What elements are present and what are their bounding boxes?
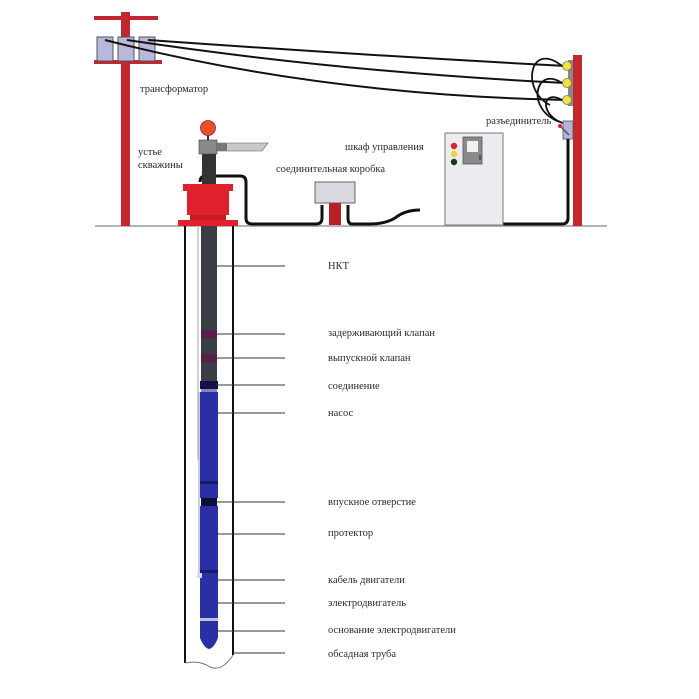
jumper-3 [545, 96, 567, 125]
casing [184, 226, 234, 669]
label-intake: впускное отверстие [328, 497, 416, 508]
disconnector-pole [531, 55, 582, 226]
label-wellhead-line2: скважины [138, 160, 183, 171]
pump-section [200, 392, 218, 481]
overhead-line-3 [104, 39, 567, 101]
label-pump: насос [328, 408, 354, 419]
insulator-3 [562, 95, 572, 105]
check-valve [201, 330, 217, 338]
label-disconnector: разъединитель [486, 116, 552, 127]
overhead-lines [104, 39, 567, 101]
protector-section [200, 516, 218, 570]
control-cabinet [444, 132, 504, 226]
jumper-1 [531, 57, 563, 106]
wellhead-outlet-flange [217, 143, 227, 151]
wellhead-flange-top [183, 184, 233, 191]
wellhead-flange-bottom [178, 220, 238, 226]
jumper-2 [536, 77, 563, 123]
pole-crossarm-top [94, 16, 158, 20]
label-casing: обсадная труба [328, 649, 397, 660]
label-drain-valve: выпускной клапан [328, 353, 411, 364]
label-junction-box: соединительная коробка [276, 164, 386, 175]
leader-lines [216, 265, 285, 654]
connection-head [200, 381, 218, 389]
pressure-gauge-icon [200, 120, 216, 136]
wellhead-valve-body [198, 139, 218, 155]
label-tubing: НКТ [328, 261, 349, 272]
overhead-line-2 [126, 39, 567, 84]
pole-shaft [121, 12, 130, 226]
label-motor: электродвигатель [328, 598, 406, 609]
lamp-red [450, 142, 458, 150]
insulator-1 [562, 61, 572, 71]
disconnector-lever [560, 126, 570, 136]
drain-valve [201, 354, 217, 362]
lamp-green [450, 158, 458, 166]
insulator-2 [562, 78, 572, 88]
wellhead-body [187, 191, 229, 215]
label-transformer: трансформатор [140, 84, 209, 95]
cable-cabinet-to-box [346, 205, 421, 226]
junction-box [314, 181, 356, 225]
label-control-cabinet: шкаф управления [345, 142, 424, 153]
label-motor-base: основание электродвигатели [328, 625, 456, 636]
cabinet-window [467, 141, 478, 152]
label-protector: протектор [328, 528, 374, 539]
label-wellhead-line1: устье [138, 147, 162, 158]
motor-base [200, 621, 218, 649]
label-connection: соединение [328, 381, 380, 392]
junction-box-body [314, 181, 356, 204]
wellhead-neck [190, 215, 226, 220]
wellhead [178, 120, 269, 226]
label-motor-cable: кабель двигатели [328, 575, 405, 586]
disconnector-knob [558, 124, 562, 128]
junction-box-post [329, 203, 341, 225]
pole-crossarm-bottom [94, 60, 162, 64]
esp-string [197, 381, 218, 649]
motor-section [200, 580, 218, 618]
label-check-valve: задерживающий клапан [328, 328, 435, 339]
transformer-unit-2 [117, 36, 135, 62]
lamp-yellow [450, 150, 458, 158]
transformer-unit-1 [96, 36, 114, 62]
intake-section [201, 498, 217, 506]
tubing [201, 226, 217, 381]
wellhead-stem [202, 145, 216, 185]
overhead-line-1 [147, 39, 567, 67]
pole-shaft-right [573, 55, 582, 226]
